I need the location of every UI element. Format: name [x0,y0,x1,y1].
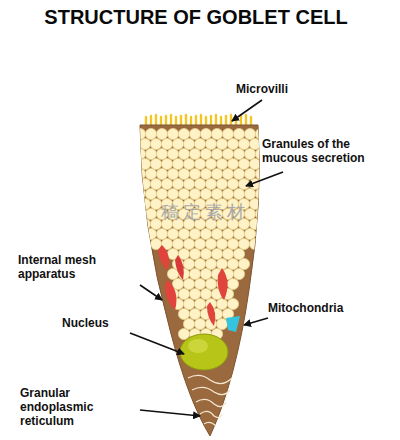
endoplasmic-reticulum [188,375,232,426]
watermark: 稿定素材 [140,205,270,219]
part-label: Mitochondria [268,301,388,315]
mucous-granules [134,128,266,339]
part-label: Microvilli [236,82,356,96]
part-label: Internal mesh apparatus [18,253,138,281]
part-label: Nucleus [62,316,152,330]
nucleus-shape [180,334,228,370]
diagram-title: STRUCTURE OF GOBLET CELL [0,4,396,30]
mitochondrion [226,316,240,332]
cell-body [140,125,259,436]
part-label: Granules of the mucous secretion [262,137,392,165]
golgi-apparatus [158,245,228,326]
microvilli [146,115,251,126]
leader-arrows [130,100,283,416]
part-label: Granular endoplasmic reticulum [20,386,140,428]
